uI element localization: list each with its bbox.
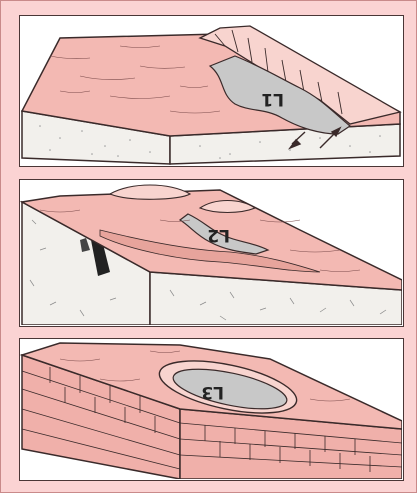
- panel-volcanic-lake: L2: [19, 179, 404, 327]
- panel-karst-lake: L3: [19, 338, 404, 481]
- karst-sinkhole-icon: L3: [20, 342, 402, 479]
- volcanic-dam-icon: L2: [20, 184, 402, 325]
- label-l1: L1: [261, 89, 284, 109]
- label-l3: L3: [201, 382, 224, 402]
- fault-block-icon: L1: [20, 25, 402, 165]
- label-l2: L2: [207, 225, 230, 245]
- panel-tectonic-lake: L1: [19, 15, 404, 167]
